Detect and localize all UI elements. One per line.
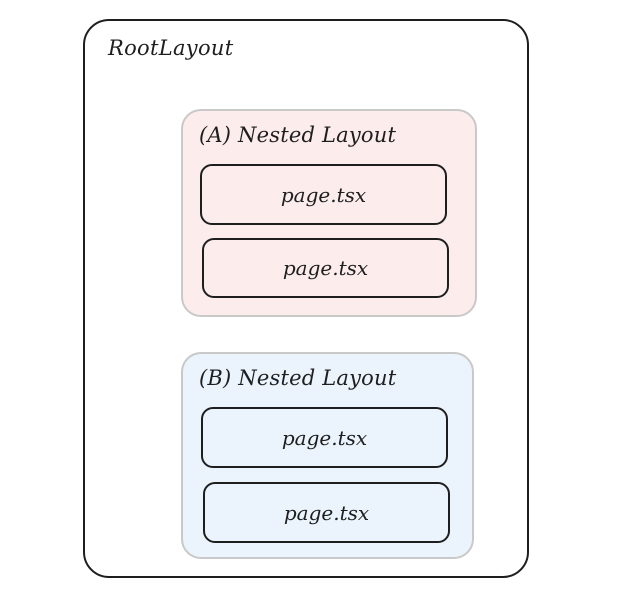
nested-a-page-1: page.tsx — [200, 164, 447, 225]
root-layout-title: RootLayout — [108, 36, 234, 60]
nested-b-page-2: page.tsx — [203, 482, 450, 543]
nested-b-page-1: page.tsx — [201, 407, 448, 468]
nested-a-page-2: page.tsx — [202, 238, 449, 298]
nested-layout-a-box: (A) Nested Layout page.tsx page.tsx — [181, 109, 477, 317]
nested-layout-b-box: (B) Nested Layout page.tsx page.tsx — [181, 352, 474, 559]
nested-layout-a-title: (A) Nested Layout — [199, 123, 397, 147]
nested-layout-b-title: (B) Nested Layout — [199, 366, 397, 390]
